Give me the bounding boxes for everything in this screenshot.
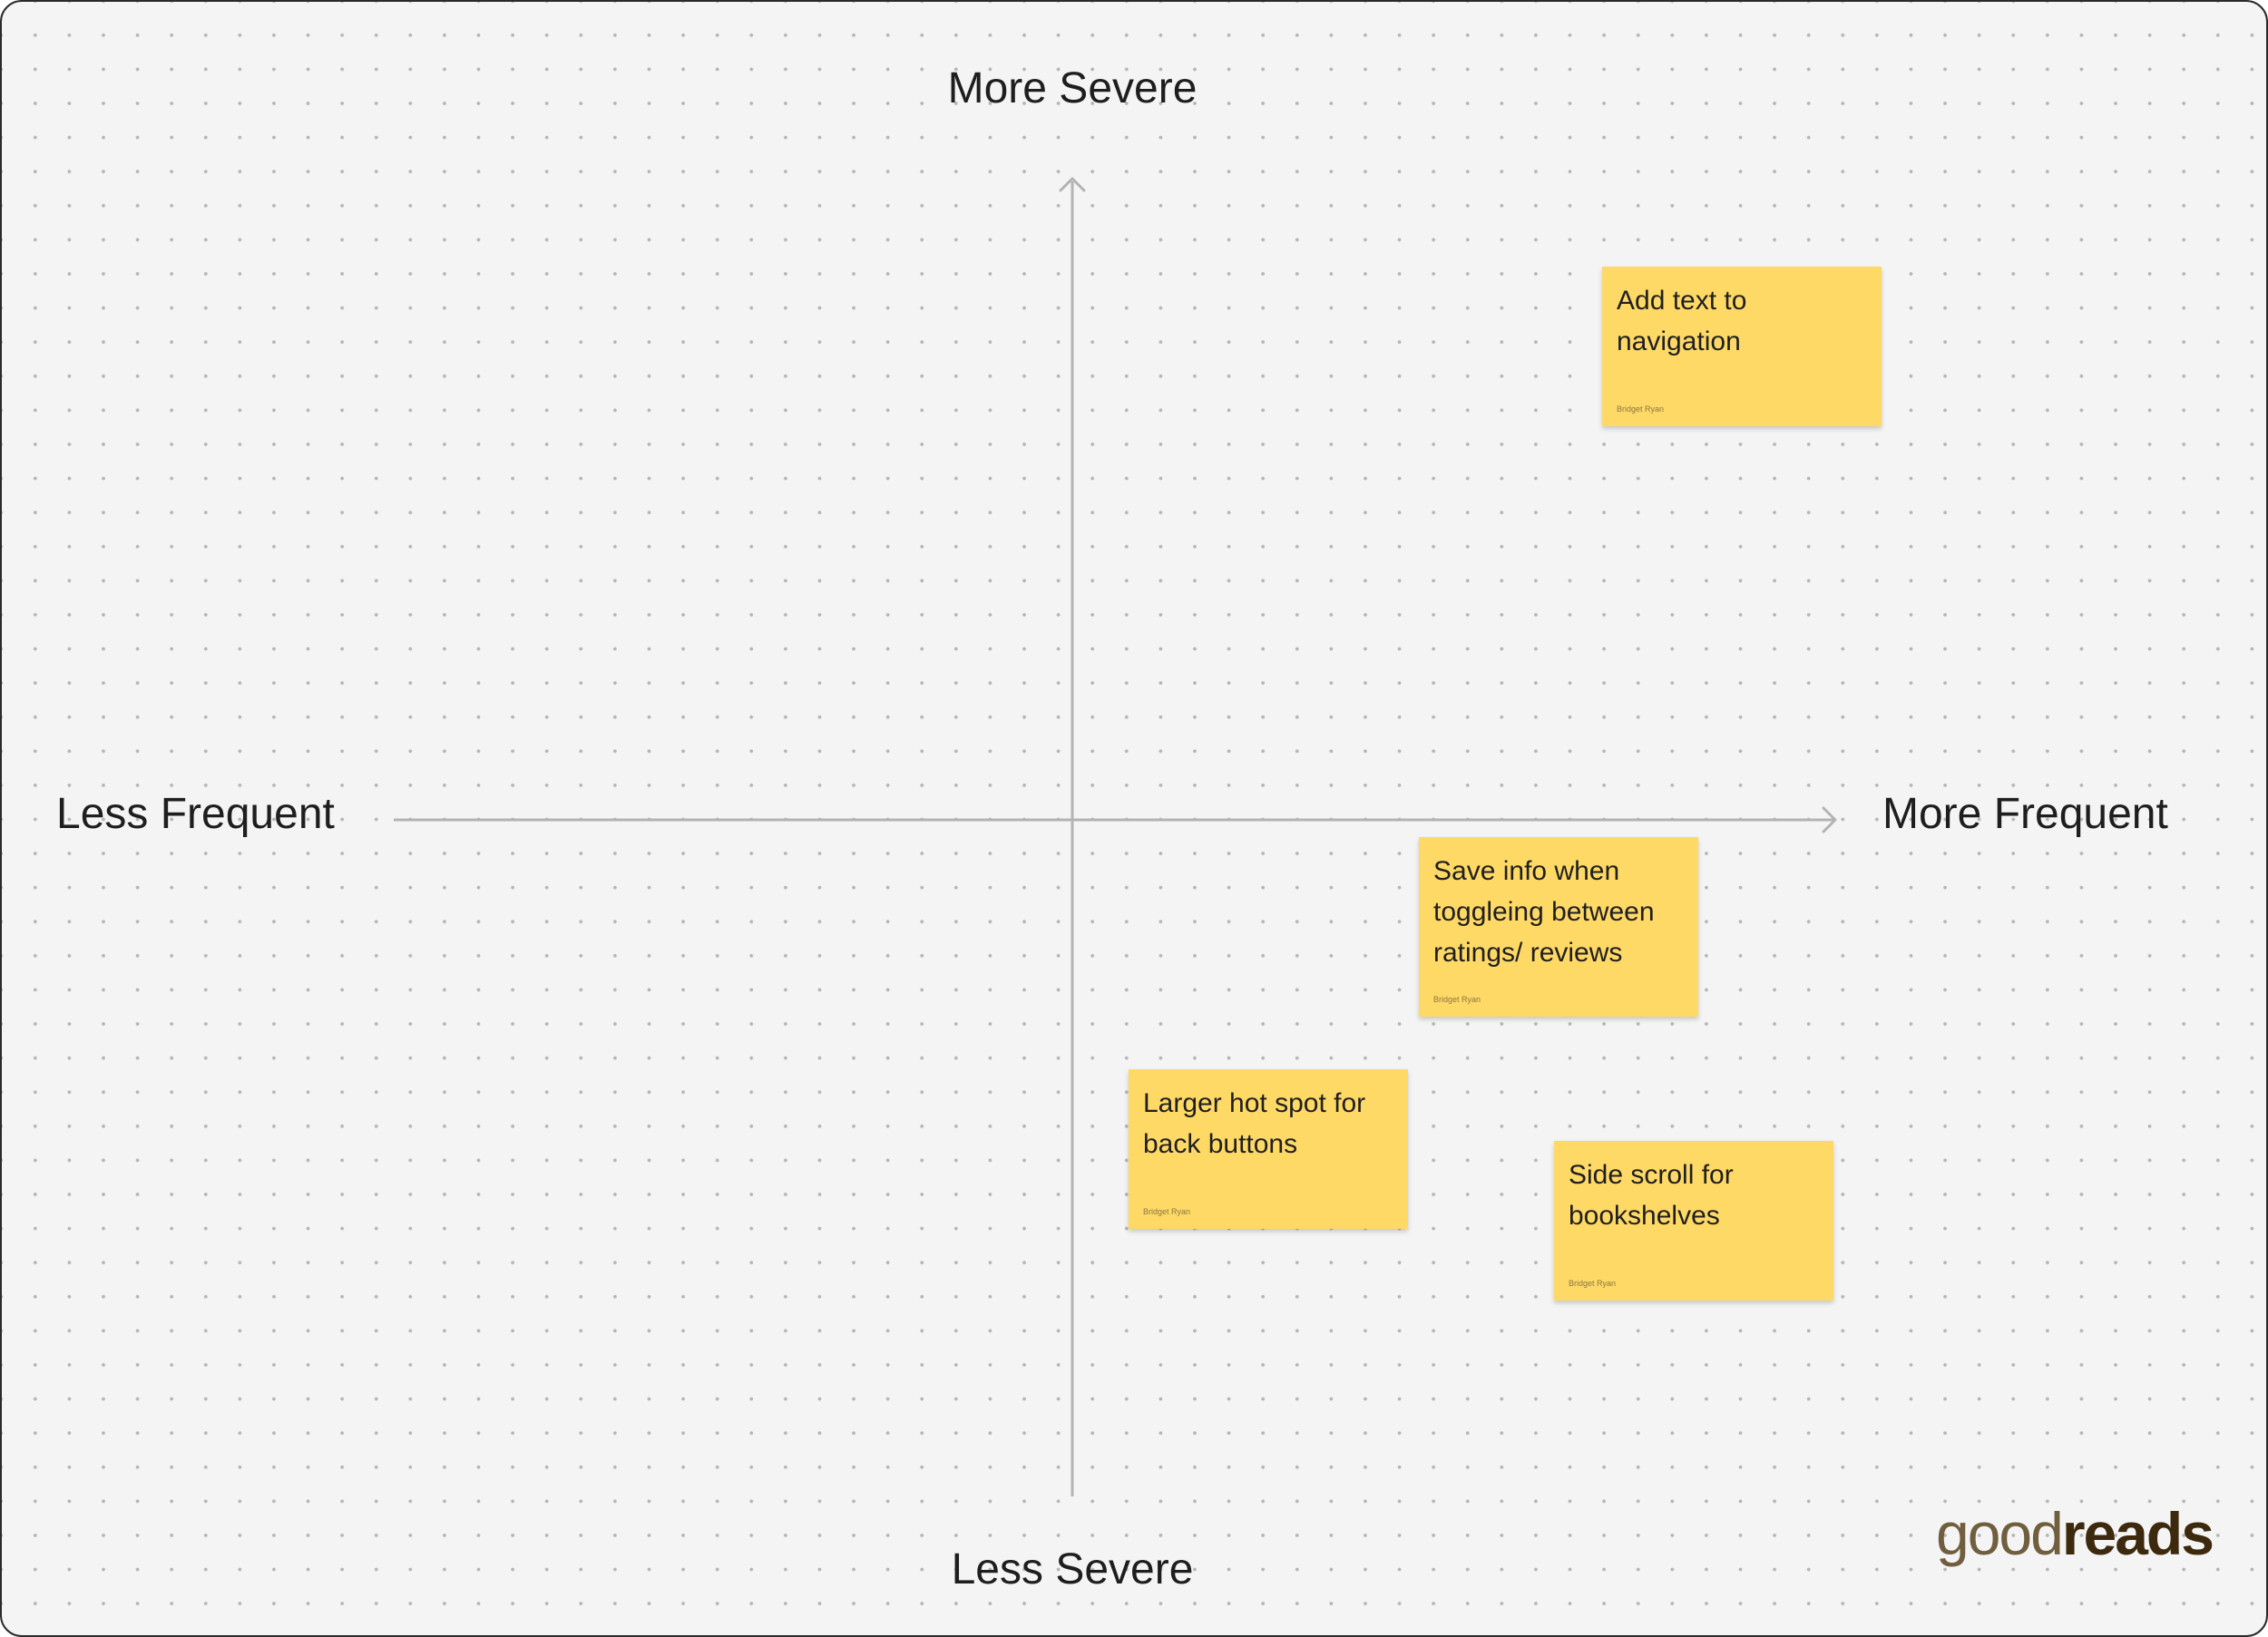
logo-text-reads: reads (2061, 1500, 2214, 1567)
axis-label-more-frequent: More Frequent (1882, 790, 2168, 838)
sticky-note-line: Larger hot spot for (1143, 1088, 1366, 1118)
sticky-note-author: Bridget Ryan (1569, 1279, 1617, 1288)
sticky-note-line: Add text to (1617, 286, 1747, 316)
horizontal-axis-arrowhead (1822, 806, 1837, 833)
sticky-note-side-scroll-bookshelves[interactable]: Side scroll for bookshelves Bridget Ryan (1554, 1141, 1833, 1301)
sticky-note-line: navigation (1617, 326, 1741, 356)
sticky-note-line: Side scroll for (1569, 1160, 1734, 1190)
sticky-note-author: Bridget Ryan (1433, 995, 1481, 1004)
sticky-note-line: bookshelves (1569, 1201, 1720, 1231)
goodreads-logo: goodreads (1936, 1504, 2214, 1564)
sticky-note-author: Bridget Ryan (1617, 404, 1665, 414)
logo-text-good: good (1936, 1500, 2064, 1567)
sticky-note-line: ratings/ reviews (1433, 938, 1623, 968)
sticky-note-line: Save info when (1433, 856, 1620, 886)
sticky-note-larger-hot-spot[interactable]: Larger hot spot for back buttons Bridget… (1129, 1069, 1408, 1229)
axis-label-less-severe: Less Severe (951, 1545, 1194, 1593)
axis-label-more-severe: More Severe (947, 64, 1198, 112)
sticky-note-line: toggleing between (1433, 897, 1655, 927)
sticky-note-add-text-to-navigation[interactable]: Add text to navigation Bridget Ryan (1602, 267, 1882, 426)
sticky-note-save-info-toggling[interactable]: Save info when toggleing between ratings… (1419, 837, 1698, 1017)
sticky-note-line: back buttons (1143, 1129, 1298, 1159)
vertical-axis-arrowhead (1059, 177, 1086, 192)
axis-label-less-frequent: Less Frequent (56, 790, 335, 838)
sticky-note-author: Bridget Ryan (1143, 1207, 1191, 1216)
